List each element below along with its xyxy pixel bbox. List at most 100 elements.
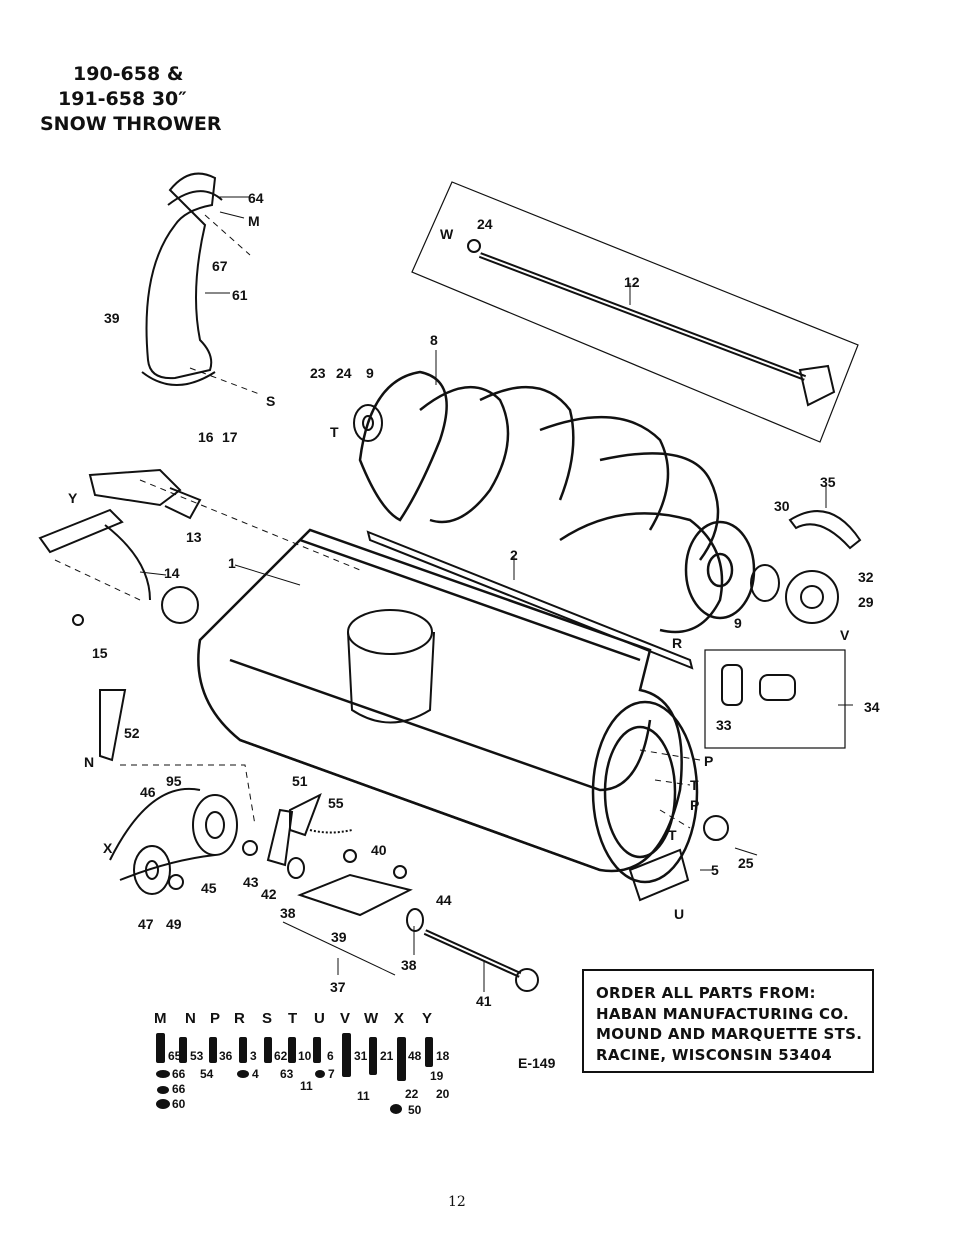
label-23: 23	[310, 365, 326, 381]
label-W: W	[440, 226, 454, 242]
order-line-1: ORDER ALL PARTS FROM:	[596, 984, 816, 1002]
hw-num: 7	[328, 1067, 335, 1081]
label-T-lower: T	[668, 827, 677, 843]
hw-letter: W	[364, 1010, 379, 1027]
label-37: 37	[330, 979, 346, 995]
label-U: U	[674, 906, 684, 922]
label-34: 34	[864, 699, 880, 715]
label-13: 13	[186, 529, 202, 545]
hw-letter: V	[340, 1010, 351, 1027]
label-N: N	[84, 754, 94, 770]
title-line-1: 190-658 &	[73, 63, 184, 85]
label-P-side: P	[690, 797, 699, 813]
label-12: 12	[624, 274, 640, 290]
label-45: 45	[201, 880, 217, 896]
hw-num: 4	[252, 1067, 259, 1081]
label-S: S	[266, 393, 275, 409]
title-line-3: SNOW THROWER	[40, 113, 222, 135]
label-14: 14	[164, 565, 180, 581]
label-9-right: 9	[734, 615, 742, 631]
hw-letter: R	[234, 1010, 245, 1027]
hw-num: 60	[172, 1097, 186, 1111]
label-8: 8	[430, 332, 438, 348]
chain-detail-box	[704, 649, 846, 749]
hw-num: 62	[274, 1049, 288, 1063]
title-line-2: 191-658 30″	[58, 88, 187, 110]
hw-num: 54	[200, 1067, 214, 1081]
hw-num: 63	[280, 1067, 294, 1081]
shaft-kit-box	[411, 181, 859, 443]
crank-handle	[38, 508, 124, 554]
hw-num: 18	[436, 1049, 450, 1063]
drawing-code: E-149	[518, 1055, 556, 1071]
label-64: 64	[248, 190, 264, 206]
order-parts-box: ORDER ALL PARTS FROM: HABAN MANUFACTURIN…	[582, 969, 874, 1073]
label-X: X	[103, 840, 113, 856]
hw-num: 50	[408, 1103, 422, 1117]
label-9: 9	[366, 365, 374, 381]
label-25: 25	[738, 855, 754, 871]
label-95: 95	[166, 773, 182, 789]
hw-num: 31	[354, 1049, 368, 1063]
hw-letter: U	[314, 1010, 325, 1027]
label-5: 5	[711, 862, 719, 878]
chute-ring	[347, 609, 433, 655]
label-39-lower: 39	[331, 929, 347, 945]
label-40: 40	[371, 842, 387, 858]
label-T-side: T	[690, 777, 699, 793]
hw-num: 19	[430, 1069, 444, 1083]
diagram-title: 190-658 & 191-658 30″ SNOW THROWER	[40, 62, 222, 137]
label-1: 1	[228, 555, 236, 571]
label-15: 15	[92, 645, 108, 661]
label-29: 29	[858, 594, 874, 610]
order-line-3: MOUND AND MARQUETTE STS.	[596, 1025, 863, 1043]
order-line-4: RACINE, WISCONSIN 53404	[596, 1045, 832, 1064]
hw-num: 66	[172, 1082, 186, 1096]
hw-num: 21	[380, 1049, 394, 1063]
pulley-assembly	[109, 787, 258, 895]
label-M: M	[248, 213, 260, 229]
label-17: 17	[222, 429, 238, 445]
label-43: 43	[243, 874, 259, 890]
hw-letter: X	[394, 1010, 405, 1027]
label-46: 46	[140, 784, 156, 800]
hw-num: 11	[357, 1089, 370, 1103]
hw-num: 65	[168, 1049, 182, 1063]
label-61: 61	[232, 287, 248, 303]
hw-num: 48	[408, 1049, 422, 1063]
label-P: P	[704, 753, 713, 769]
label-38: 38	[280, 905, 296, 921]
hw-letter: P	[210, 1010, 221, 1027]
page-number: 12	[448, 1194, 466, 1210]
hw-letter: Y	[422, 1010, 433, 1027]
hw-num: 6	[327, 1049, 334, 1063]
hw-num: 36	[219, 1049, 233, 1063]
order-line-2: HABAN MANUFACTURING CO.	[596, 1004, 850, 1023]
label-47: 47	[138, 916, 154, 932]
hw-letter: T	[288, 1010, 298, 1027]
hw-letter: N	[185, 1010, 196, 1027]
label-33: 33	[716, 717, 732, 733]
discharge-chute	[145, 172, 217, 380]
crank-bracket	[88, 468, 182, 507]
label-49: 49	[166, 916, 182, 932]
label-44: 44	[436, 892, 452, 908]
hw-letter: M	[154, 1010, 167, 1027]
skid-shoe	[628, 848, 690, 902]
bearing-support	[297, 873, 413, 917]
hw-num: 10	[298, 1049, 312, 1063]
label-16: 16	[198, 429, 214, 445]
hw-num: 66	[172, 1067, 186, 1081]
label-42: 42	[261, 886, 277, 902]
label-Y: Y	[68, 490, 78, 506]
hw-num: 22	[405, 1087, 419, 1101]
label-51: 51	[292, 773, 308, 789]
label-R: R	[672, 635, 682, 651]
hw-num: 20	[436, 1087, 450, 1101]
label-2: 2	[510, 547, 518, 563]
label-24: 24	[336, 365, 352, 381]
hw-num: 11	[300, 1079, 313, 1093]
scraper-bar	[366, 530, 694, 670]
label-32: 32	[858, 569, 874, 585]
